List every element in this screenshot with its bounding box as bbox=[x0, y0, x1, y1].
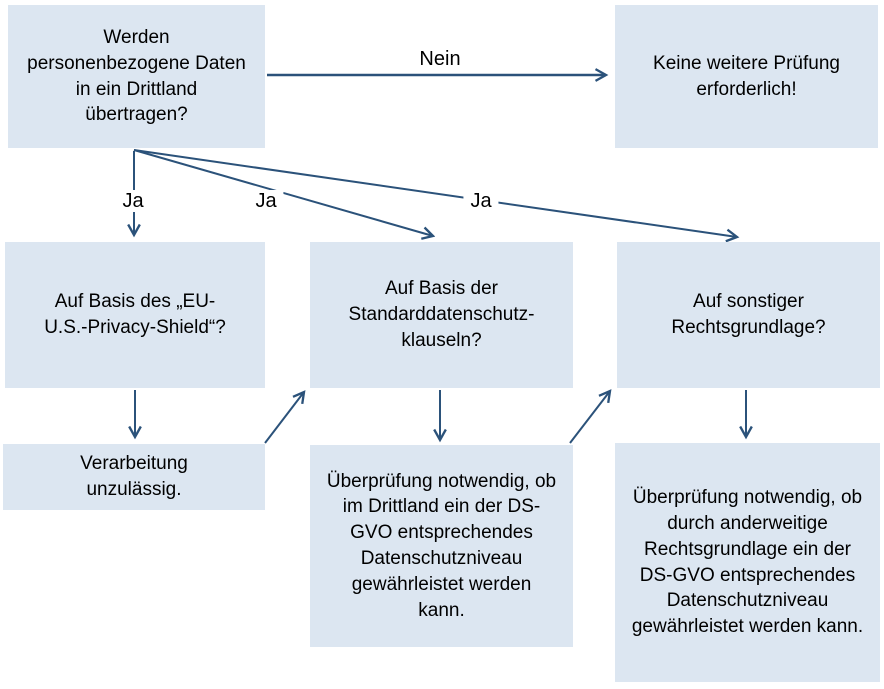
node-other-legal-basis-text: Auf sonstiger Rechtsgrundlage? bbox=[671, 291, 826, 338]
node-check-other-basis-text: Überprüfung notwendig, ob durch anderwei… bbox=[631, 487, 864, 638]
node-no-further-check: Keine weitere Prüfung erforderlich! bbox=[615, 5, 878, 148]
arrow-inadmissible-to-clauses bbox=[264, 392, 304, 444]
node-question-transfer-text: Werden personenbezogene Daten in ein Dri… bbox=[27, 26, 246, 126]
node-other-legal-basis: Auf sonstiger Rechtsgrundlage? bbox=[617, 242, 880, 388]
node-standard-clauses-text: Auf Basis der Standarddatenschutz-klause… bbox=[348, 278, 535, 351]
node-question-transfer: Werden personenbezogene Daten in ein Dri… bbox=[8, 5, 265, 148]
node-processing-inadmissible-text: Verarbeitung unzulässig. bbox=[80, 453, 188, 500]
edge-label-ja-right: Ja bbox=[463, 190, 499, 212]
edge-label-ja-center: Ja bbox=[248, 190, 284, 212]
node-check-other-basis: Überprüfung notwendig, ob durch anderwei… bbox=[615, 443, 880, 682]
node-standard-clauses: Auf Basis der Standarddatenschutz-klause… bbox=[310, 242, 573, 388]
arrow-ja-right bbox=[133, 149, 737, 237]
node-privacy-shield: Auf Basis des „EU-U.S.-Privacy-Shield“? bbox=[5, 242, 265, 388]
node-processing-inadmissible: Verarbeitung unzulässig. bbox=[3, 444, 265, 510]
node-privacy-shield-text: Auf Basis des „EU-U.S.-Privacy-Shield“? bbox=[44, 291, 226, 338]
node-no-further-check-text: Keine weitere Prüfung erforderlich! bbox=[653, 52, 840, 100]
edge-label-nein: Nein bbox=[412, 48, 468, 70]
arrow-third-to-other bbox=[569, 391, 610, 444]
node-check-third-country-text: Überprüfung notwendig, ob im Drittland e… bbox=[326, 470, 557, 621]
node-check-third-country: Überprüfung notwendig, ob im Drittland e… bbox=[310, 445, 573, 647]
edge-label-ja-left: Ja bbox=[115, 190, 151, 212]
